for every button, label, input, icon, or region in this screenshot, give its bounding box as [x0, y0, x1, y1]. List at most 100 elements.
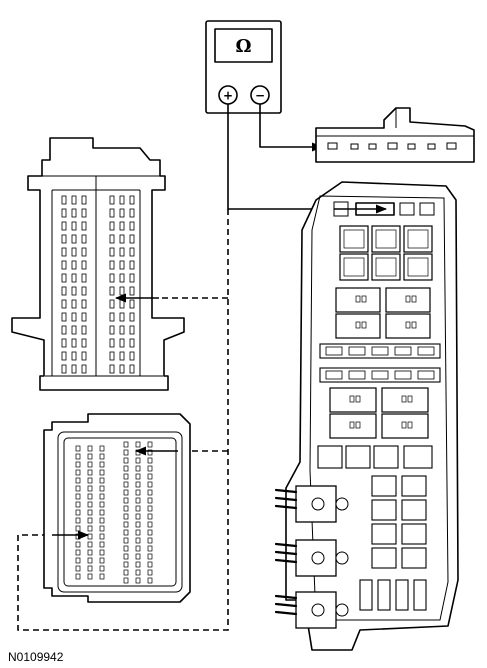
relay-contact — [361, 321, 367, 329]
pin-slot — [99, 533, 105, 540]
pin-slot — [123, 489, 129, 496]
side-connector-bolt — [311, 603, 325, 617]
pin-slot — [147, 513, 153, 520]
pin-slot — [61, 351, 67, 361]
pin-slot — [71, 221, 77, 231]
fuse — [325, 370, 343, 380]
pin-slot — [61, 208, 67, 218]
pin-slot — [75, 493, 81, 500]
pin-slot — [109, 364, 115, 374]
pin-slot — [147, 577, 153, 584]
pin-slot — [135, 537, 141, 544]
pin-slot — [147, 497, 153, 504]
pin-slot — [87, 469, 93, 476]
pin-slot — [81, 260, 87, 270]
meter-display — [214, 28, 273, 63]
pin-slot — [129, 325, 135, 335]
pin-slot — [81, 195, 87, 205]
module-cell — [371, 475, 397, 497]
relay-inner — [407, 257, 429, 277]
relay-inner — [407, 229, 429, 249]
relay-contact — [411, 295, 417, 303]
pin-slot — [99, 509, 105, 516]
module-cell — [345, 445, 371, 469]
pin-slot — [129, 208, 135, 218]
module-cell — [371, 547, 397, 569]
pin-slot — [61, 325, 67, 335]
pin-slot — [147, 553, 153, 560]
pin-slot — [123, 497, 129, 504]
module-cell — [403, 445, 433, 469]
pin-slot — [109, 325, 115, 335]
pin-slot — [71, 299, 77, 309]
relay-group-middle — [335, 287, 431, 339]
side-connector-body — [295, 591, 337, 629]
module-cell — [377, 579, 391, 611]
relay-contact — [401, 395, 407, 403]
pin-slot — [147, 545, 153, 552]
relay — [381, 387, 429, 413]
pin-slot — [119, 325, 125, 335]
pin-slot — [75, 573, 81, 580]
pin-slot — [109, 260, 115, 270]
pin-slot — [123, 569, 129, 576]
fuse — [348, 370, 366, 380]
pin-slot — [129, 312, 135, 322]
positive-terminal-label: + — [223, 89, 233, 103]
pin-slot — [71, 247, 77, 257]
pin-slot — [119, 312, 125, 322]
pin-slot — [135, 465, 141, 472]
pin-slot — [81, 325, 87, 335]
module-cell — [413, 579, 427, 611]
pin-slot — [129, 338, 135, 348]
pin-slot — [123, 561, 129, 568]
pin-slot — [75, 509, 81, 516]
pin-slot — [109, 351, 115, 361]
relay-inner — [343, 229, 365, 249]
module-cell — [401, 547, 427, 569]
side-connector-stud — [335, 497, 349, 511]
pin-slot — [61, 364, 67, 374]
pin-slot — [99, 573, 105, 580]
pin-slot — [87, 501, 93, 508]
fuse-relay-box — [274, 181, 459, 651]
pin-slot — [61, 312, 67, 322]
lower-modules — [317, 445, 433, 611]
fuse — [371, 370, 389, 380]
pin-slot — [75, 501, 81, 508]
pin-slot — [87, 525, 93, 532]
pin-slot — [123, 473, 129, 480]
pin-slot — [135, 457, 141, 464]
module-cell — [359, 579, 373, 611]
pin-slot — [129, 260, 135, 270]
pin-slot — [119, 351, 125, 361]
pin-slot — [71, 208, 77, 218]
module-cell — [401, 523, 427, 545]
negative-terminal-label: − — [255, 89, 265, 103]
pin-slot — [135, 529, 141, 536]
pin-slot — [75, 565, 81, 572]
pin-slot — [75, 445, 81, 452]
pin-slot — [147, 449, 153, 456]
lower-connector-pins — [75, 441, 153, 584]
pin-slot — [81, 338, 87, 348]
pin-slot — [75, 549, 81, 556]
pin-slot — [109, 299, 115, 309]
pin-slot — [135, 521, 141, 528]
pin-slot — [135, 553, 141, 560]
pin-slot — [119, 234, 125, 244]
pin-slot — [129, 195, 135, 205]
pin-slot — [119, 247, 125, 257]
pin-slot — [147, 441, 153, 448]
fuse — [325, 346, 343, 356]
pin-slot — [147, 465, 153, 472]
pin-slot — [71, 325, 77, 335]
pin-slot — [135, 505, 141, 512]
pin-slot — [109, 221, 115, 231]
pin-slot — [61, 286, 67, 296]
pin-slot — [129, 299, 135, 309]
fuse — [348, 346, 366, 356]
pin-slot — [61, 338, 67, 348]
pin-slot — [99, 557, 105, 564]
pin-slot — [129, 273, 135, 283]
